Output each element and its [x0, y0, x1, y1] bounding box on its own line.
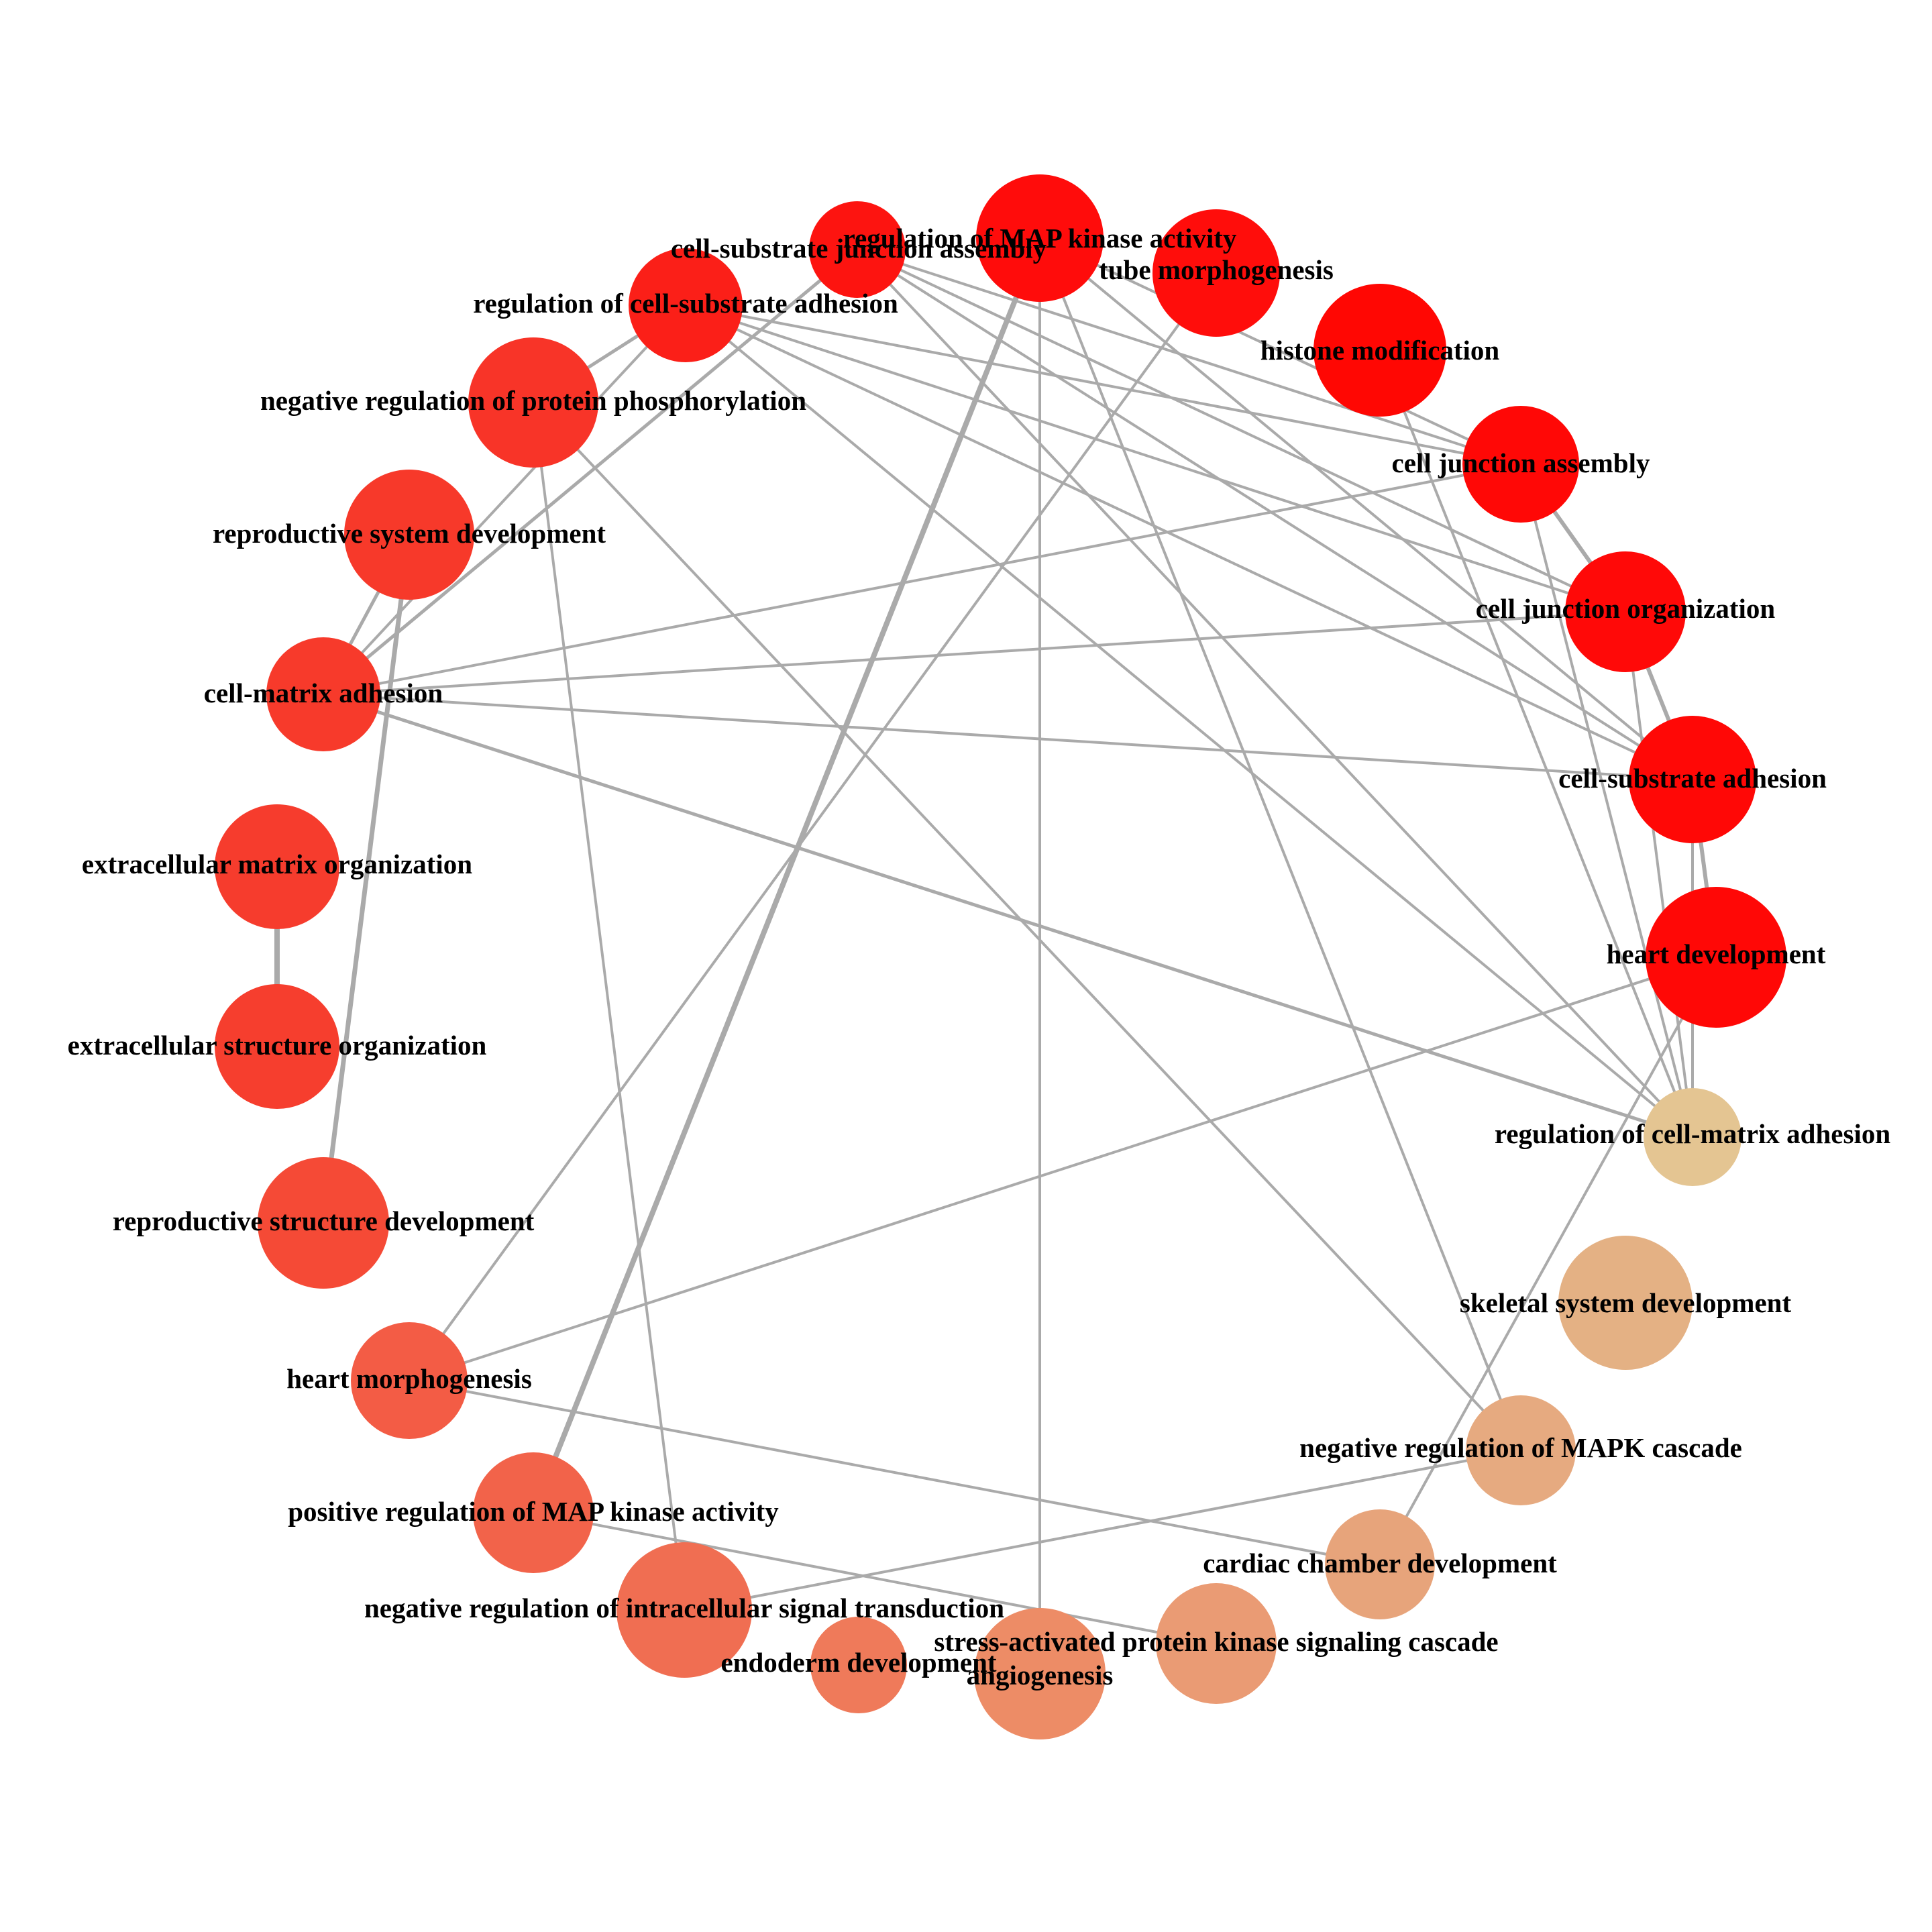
node-label-n2: tube morphogenesis	[1099, 254, 1334, 285]
edge-n5-n21	[323, 610, 1626, 696]
node-label-n23: negative regulation of protein phosphory…	[260, 385, 806, 416]
node-n18[interactable]	[258, 1157, 389, 1289]
node-label-n22: reproductive system development	[213, 518, 606, 549]
node-label-n15: negative regulation of intracellular sig…	[364, 1593, 1004, 1623]
edge-n24-n21	[322, 304, 687, 696]
node-label-n9: skeletal system development	[1460, 1287, 1792, 1318]
edge-n17-n11	[409, 1379, 1381, 1566]
node-label-n1: regulation of MAP kinase activity	[843, 223, 1237, 254]
node-n24[interactable]	[629, 248, 743, 362]
node-label-n20: extracellular matrix organization	[82, 849, 472, 879]
edge-n21-n8	[323, 692, 1693, 1139]
edge-n6-n21	[323, 693, 1693, 781]
node-n21[interactable]	[266, 637, 380, 751]
node-label-n18: reproductive structure development	[113, 1205, 535, 1236]
edge-n1-n6	[1038, 237, 1694, 781]
node-n8[interactable]	[1644, 1088, 1741, 1186]
node-label-n10: negative regulation of MAPK cascade	[1299, 1432, 1742, 1463]
edge-n24-n5	[685, 304, 1626, 613]
node-n10[interactable]	[1466, 1395, 1576, 1505]
edge-n25-n5	[857, 248, 1626, 613]
edge-n24-n6	[685, 304, 1693, 781]
node-n6[interactable]	[1629, 716, 1756, 843]
node-label-n5: cell junction organization	[1476, 593, 1776, 624]
edge-n22-n18	[321, 534, 412, 1224]
edge-n4-n21	[323, 463, 1521, 696]
node-n5[interactable]	[1565, 551, 1686, 672]
node-n22[interactable]	[344, 470, 474, 600]
node-label-n21: cell-matrix adhesion	[204, 678, 443, 708]
edge-n1-n16	[531, 237, 1042, 1514]
node-n3[interactable]	[1313, 284, 1446, 417]
node-label-n16: positive regulation of MAP kinase activi…	[288, 1496, 779, 1527]
edge-n23-n15	[532, 402, 686, 1611]
edge-n25-n8	[856, 248, 1694, 1138]
node-label-n13: angiogenesis	[967, 1660, 1114, 1690]
nodes-layer	[215, 174, 1786, 1739]
edge-n7-n11	[1379, 957, 1717, 1565]
node-n19[interactable]	[215, 984, 339, 1109]
node-n20[interactable]	[215, 804, 339, 929]
edge-n24-n4	[685, 304, 1521, 466]
node-label-n12: stress-activated protein kinase signalin…	[934, 1626, 1498, 1657]
edge-n2-n17	[408, 272, 1218, 1382]
node-n25[interactable]	[809, 201, 906, 298]
node-n17[interactable]	[351, 1322, 468, 1439]
edge-n15-n10	[684, 1449, 1521, 1611]
node-n9[interactable]	[1558, 1236, 1693, 1370]
edge-n24-n8	[684, 304, 1694, 1138]
edge-n16-n12	[533, 1511, 1217, 1645]
node-label-n25: cell-substrate junction assembly	[671, 233, 1047, 264]
node-n11[interactable]	[1325, 1509, 1435, 1619]
node-n15[interactable]	[616, 1542, 752, 1678]
node-label-n14: endoderm development	[720, 1647, 996, 1678]
edge-n1-n4	[1039, 237, 1521, 466]
node-n1[interactable]	[976, 174, 1104, 302]
edge-n23-n10	[532, 401, 1522, 1452]
edges-layer	[274, 237, 1718, 1674]
node-label-n17: heart morphogenesis	[286, 1363, 532, 1394]
edge-n25-n21	[322, 248, 859, 696]
edge-n7-n17	[409, 956, 1717, 1382]
node-label-n3: histone modification	[1260, 335, 1500, 366]
node-label-n8: regulation of cell-matrix adhesion	[1495, 1118, 1890, 1149]
node-label-n7: heart development	[1607, 938, 1826, 969]
edge-n1-n10	[1038, 237, 1522, 1451]
node-n23[interactable]	[468, 337, 598, 468]
node-label-n4: cell junction assembly	[1392, 447, 1650, 478]
node-n2[interactable]	[1152, 209, 1280, 337]
node-n7[interactable]	[1646, 887, 1786, 1028]
edge-n5-n8	[1624, 611, 1694, 1138]
edge-n25-n6	[856, 248, 1694, 781]
node-n13[interactable]	[974, 1608, 1106, 1739]
node-n14[interactable]	[810, 1617, 907, 1713]
node-label-n19: extracellular structure organization	[68, 1030, 487, 1061]
node-n16[interactable]	[473, 1452, 594, 1573]
node-label-n6: cell-substrate adhesion	[1558, 763, 1827, 794]
node-label-n24: regulation of cell-substrate adhesion	[473, 288, 898, 319]
edge-n4-n8	[1519, 464, 1694, 1138]
node-n12[interactable]	[1156, 1583, 1277, 1704]
node-label-n11: cardiac chamber development	[1203, 1548, 1557, 1578]
node-n4[interactable]	[1462, 406, 1579, 523]
